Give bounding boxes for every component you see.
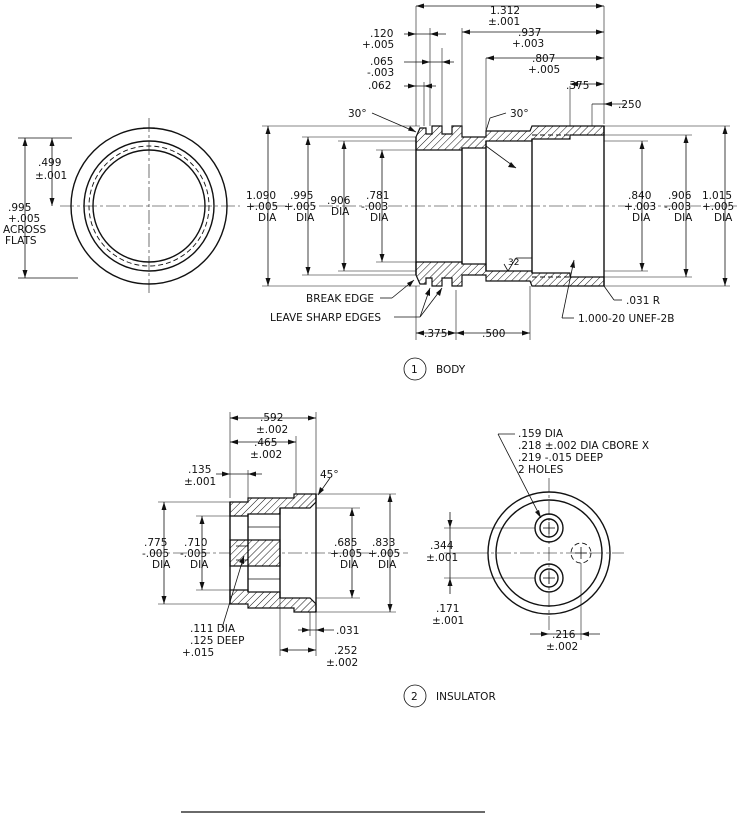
- across-label: ACROSS: [3, 224, 47, 236]
- break-edge-label: BREAK EDGE: [306, 293, 374, 305]
- dim-465-tol: ±.002: [250, 449, 282, 461]
- thread-label: 1.000-20 UNEF-2B: [578, 313, 674, 325]
- dia-775-label: .775: [144, 537, 167, 549]
- dia-833-word: DIA: [378, 559, 397, 571]
- dim-120-tol: +.005: [362, 39, 394, 51]
- dim-344-tol: ±.001: [426, 552, 458, 564]
- dia-775-tol: -.005: [142, 548, 169, 560]
- dia-906-right-word: DIA: [674, 212, 693, 224]
- insulator-title: 2 INSULATOR: [403, 684, 496, 708]
- body-section-labels: 1.312 ±.001 .120 +.005 .937 +.003 .065 -…: [246, 5, 734, 340]
- dim-062-label: .062: [368, 80, 391, 92]
- dia-685-tol: +.005: [330, 548, 362, 560]
- flats-499-label: .499: [38, 157, 61, 169]
- insulator-section-labels: .592 ±.002 .465 ±.002 .135 ±.001 45° .77…: [142, 412, 400, 669]
- dia-1090-label: 1.090: [246, 190, 276, 202]
- dim-135-label: .135: [188, 464, 211, 476]
- dim-216-tol: ±.002: [546, 641, 578, 653]
- chamfer-45-label: 45°: [320, 469, 339, 481]
- finish-label: 32: [508, 258, 519, 268]
- dim-807-tol: +.005: [528, 64, 560, 76]
- dia-685-word: DIA: [340, 559, 359, 571]
- insulator-end-view: [444, 433, 624, 640]
- insulator-title-label: INSULATOR: [436, 691, 496, 703]
- body-end-view: [18, 118, 240, 296]
- dim-937-label: .937: [518, 27, 541, 39]
- dia-710-word: DIA: [190, 559, 209, 571]
- chamfer-left-label: 30°: [348, 108, 367, 120]
- dim-171-tol: ±.001: [432, 615, 464, 627]
- dim-592-tol: ±.002: [256, 424, 288, 436]
- dia-906-right-label: .906: [668, 190, 692, 202]
- body-end-view-labels: .499 ±.001 .995 +.005 ACROSS FLATS: [3, 157, 67, 247]
- dia-781-tol: -.003: [361, 201, 388, 213]
- overall-length-label: 1.312: [490, 5, 520, 17]
- flats-995-tol: +.005: [8, 213, 40, 225]
- cbore-note-2: .218 ±.002 DIA CBORE X: [518, 440, 649, 452]
- dia-840-tol: +.003: [624, 201, 656, 213]
- dia-710-tol: -.005: [180, 548, 207, 560]
- dia-906-left-word: DIA: [331, 206, 350, 218]
- dia-781-word: DIA: [370, 212, 389, 224]
- dim-937-tol: +.003: [512, 38, 544, 50]
- hole-depth-label: .125 DEEP: [190, 635, 244, 647]
- dia-1015-label: 1.015: [702, 190, 732, 202]
- dia-775-word: DIA: [152, 559, 171, 571]
- body-title-label: BODY: [436, 364, 466, 376]
- dim-375-bottom-label: .375: [424, 328, 447, 340]
- overall-length-tol: ±.001: [488, 16, 520, 28]
- dia-1090-word: DIA: [258, 212, 277, 224]
- dim-065-label: .065: [370, 56, 393, 68]
- chamfer-right-label: 30°: [510, 108, 529, 120]
- dim-252-label: .252: [334, 645, 357, 657]
- dia-685-label: .685: [334, 537, 357, 549]
- dia-833-tol: +.005: [368, 548, 400, 560]
- dim-216-label: .216: [552, 629, 576, 641]
- dim-135-tol: ±.001: [184, 476, 216, 488]
- dim-465-label: .465: [254, 437, 277, 449]
- dim-031-label: .031: [336, 625, 359, 637]
- dia-995-tol: +.005: [284, 201, 316, 213]
- dim-344-label: .344: [430, 540, 454, 552]
- dim-065-tol: -.003: [367, 67, 394, 79]
- dim-592-label: .592: [260, 412, 283, 424]
- dia-1090-tol: +.005: [246, 201, 278, 213]
- dia-710-label: .710: [184, 537, 207, 549]
- dim-500-label: .500: [482, 328, 505, 340]
- radius-label: .031 R: [626, 295, 660, 307]
- dim-171-label: .171: [436, 603, 459, 615]
- insulator-end-labels: .159 DIA .218 ±.002 DIA CBORE X .219 -.0…: [426, 428, 649, 653]
- dia-781-label: .781: [366, 190, 389, 202]
- cbore-note-4: 2 HOLES: [518, 464, 564, 476]
- cbore-note-3: .219 -.015 DEEP: [518, 452, 603, 464]
- hole-dia-label: .111 DIA: [190, 623, 236, 635]
- flats-995-label: .995: [8, 202, 31, 214]
- dia-995-word: DIA: [296, 212, 315, 224]
- dia-1015-word: DIA: [714, 212, 733, 224]
- dia-906-left-label: .906: [327, 195, 351, 207]
- dia-1015-tol: +.005: [702, 201, 734, 213]
- dim-250-label: .250: [618, 99, 641, 111]
- dia-833-label: .833: [372, 537, 395, 549]
- sharp-edges-label: LEAVE SHARP EDGES: [270, 312, 381, 324]
- dia-906-right-tol: -.003: [664, 201, 691, 213]
- dia-840-label: .840: [628, 190, 651, 202]
- dim-120-label: .120: [370, 28, 393, 40]
- dia-995-label: .995: [290, 190, 313, 202]
- body-section-view: [250, 3, 737, 340]
- insulator-section-view: [150, 412, 408, 656]
- cbore-note-1: .159 DIA: [518, 428, 564, 440]
- body-number: 1: [411, 364, 418, 376]
- dia-840-word: DIA: [632, 212, 651, 224]
- flats-label: FLATS: [5, 235, 37, 247]
- flats-499-tol: ±.001: [35, 170, 67, 182]
- dim-252-tol: ±.002: [326, 657, 358, 669]
- insulator-number: 2: [411, 691, 418, 703]
- dim-375-top-label: .375: [566, 80, 589, 92]
- dim-807-label: .807: [532, 53, 555, 65]
- hole-tol-label: +.015: [182, 647, 214, 659]
- body-title: 1 BODY: [403, 357, 466, 381]
